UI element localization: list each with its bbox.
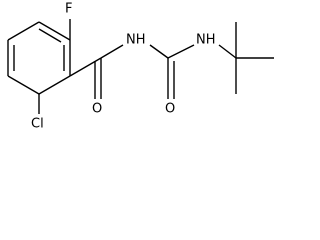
atom-label-carbonyl-oxygen-2: O	[165, 102, 175, 117]
ring-bond-c4-c5	[7, 75, 40, 95]
atom-label-amide-nitrogen-2: NH	[196, 33, 216, 48]
benzene-ring	[7, 21, 71, 95]
ring-bond-c2-c3	[7, 21, 40, 41]
atom-label-amide-nitrogen-1: NH	[126, 33, 146, 48]
bond-ring-to-carbonyl-carbon	[69, 57, 102, 77]
bond-carbonyl-2-to-nh	[167, 44, 195, 59]
ring-bond-c5-c6	[38, 75, 71, 95]
chemical-structure-diagram: F Cl O NH O NH	[7, 2, 274, 132]
ring-bond-c1-c2	[38, 21, 71, 41]
atom-label-chlorine: Cl	[31, 117, 44, 132]
bond-nh-to-carbonyl-2	[149, 44, 169, 59]
bond-nh-to-tert-butyl	[218, 44, 237, 59]
bond-carbonyl-1-to-nh	[100, 44, 124, 59]
ring-inner-double-bond-3	[38, 28, 62, 43]
atom-label-fluorine: F	[65, 2, 72, 17]
atom-label-carbonyl-oxygen-1: O	[92, 102, 102, 117]
